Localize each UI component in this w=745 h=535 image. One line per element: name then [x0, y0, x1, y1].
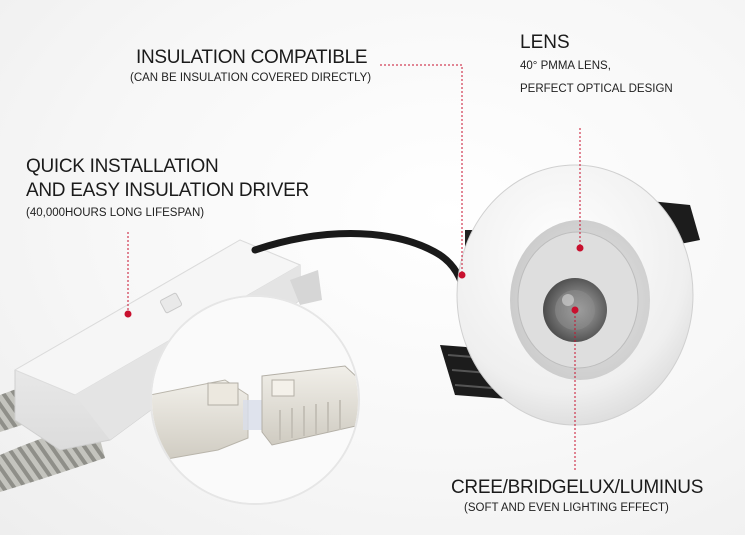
driver-subtitle: (40,000HOURS LONG LIFESPAN) — [26, 207, 205, 219]
callout-dot-chip — [571, 306, 579, 314]
driver-title-line2: AND EASY INSULATION DRIVER — [26, 180, 309, 201]
driver-title-line1: QUICK INSTALLATION — [26, 156, 219, 177]
callout-dot-insulation — [458, 271, 466, 279]
lens-spec-line2: PERFECT OPTICAL DESIGN — [520, 83, 673, 95]
callout-line-insulation — [380, 64, 463, 275]
downlight-fixture — [440, 164, 700, 426]
callout-dot-lens — [576, 244, 584, 252]
connector-zoom-inset — [150, 295, 360, 505]
chip-title: CREE/BRIDGELUX/LUMINUS — [451, 477, 704, 498]
lens-title: LENS — [520, 32, 570, 53]
callout-dot-driver — [124, 310, 132, 318]
insulation-title: INSULATION COMPATIBLE — [136, 47, 368, 68]
insulation-subtitle: (CAN BE INSULATION COVERED DIRECTLY) — [130, 72, 372, 84]
chip-subtitle: (SOFT AND EVEN LIGHTING EFFECT) — [464, 502, 669, 514]
lens-spec-line1: 40° PMMA LENS, — [520, 60, 611, 72]
